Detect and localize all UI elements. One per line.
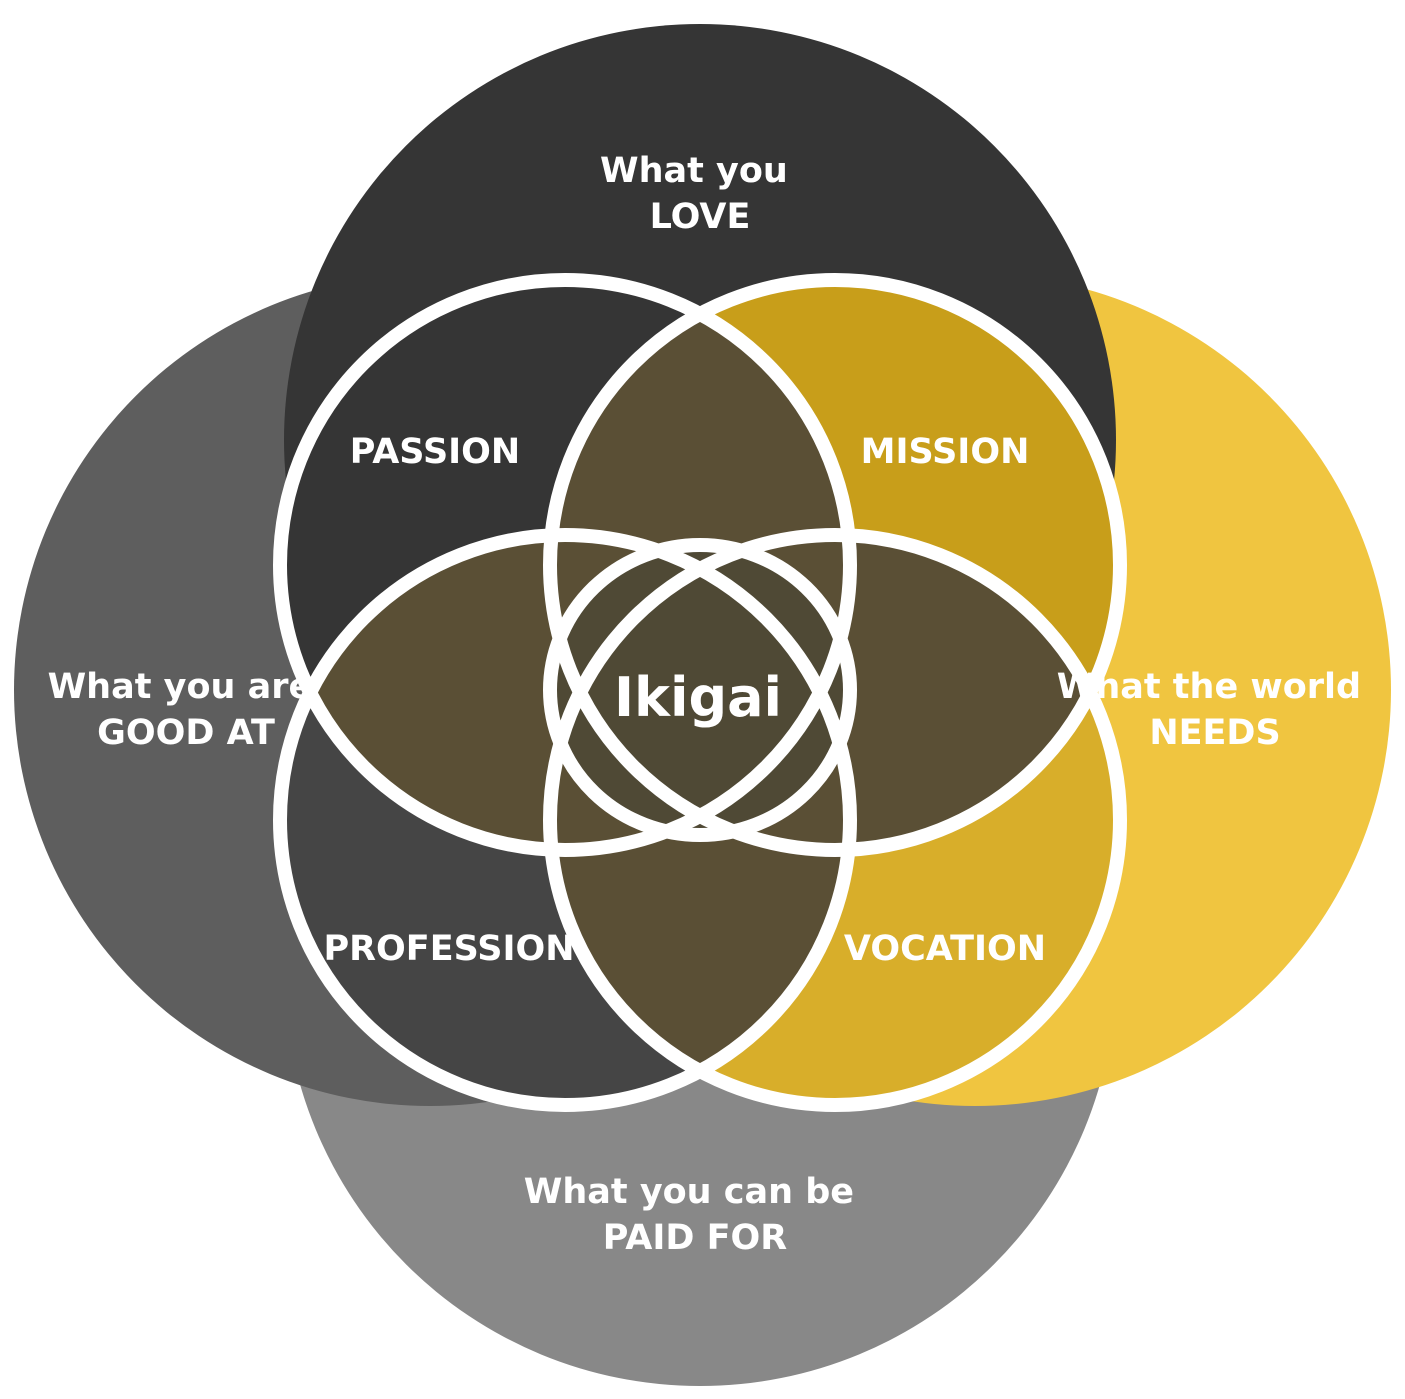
good-at-line2: GOOD AT — [97, 713, 275, 753]
paid-for-line2: PAID FOR — [603, 1218, 787, 1258]
circle-outlines — [273, 273, 1127, 1112]
paid-for-line1: What you can be — [524, 1172, 854, 1212]
passion-label: PASSION — [350, 432, 520, 472]
profession-label: PROFESSION — [323, 929, 574, 969]
world-needs-line1: What the world — [1057, 667, 1361, 707]
love-label: What you LOVE — [600, 151, 800, 237]
good-at-label: What you are GOOD AT — [48, 667, 325, 753]
world-needs-line2: NEEDS — [1149, 713, 1280, 753]
good-at-line1: What you are — [48, 667, 313, 707]
mission-label: MISSION — [861, 432, 1030, 472]
world-needs-label: What the world NEEDS — [1057, 667, 1374, 753]
love-line1: What you — [600, 151, 788, 191]
ikigai-label: Ikigai — [614, 666, 782, 729]
love-line2: LOVE — [650, 197, 751, 237]
paid-for-label: What you can be PAID FOR — [524, 1172, 866, 1258]
vocation-label: VOCATION — [844, 929, 1046, 969]
